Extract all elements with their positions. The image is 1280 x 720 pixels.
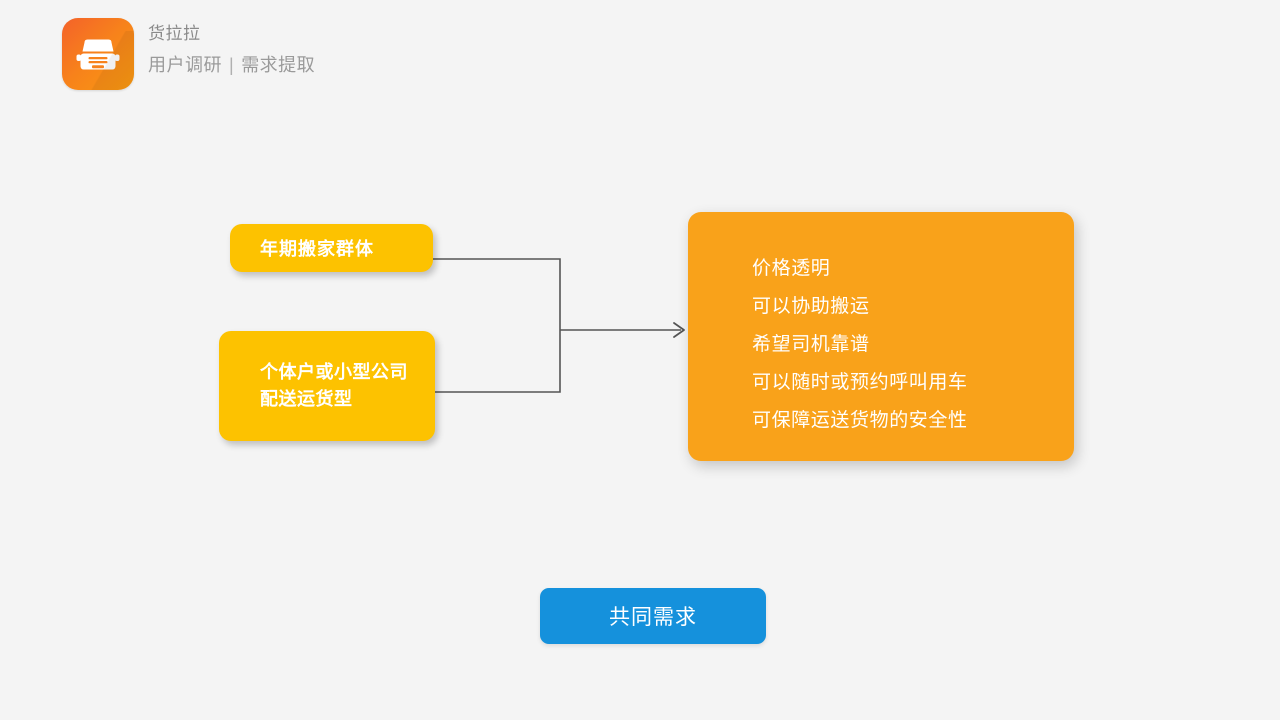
- arrow-right-icon: [673, 322, 685, 338]
- need-item: 可以协助搬运: [752, 296, 870, 317]
- brand-name: 货拉拉: [148, 24, 201, 43]
- header-text-block: 货拉拉 用户调研 | 需求提取: [148, 18, 315, 77]
- subtitle-left: 用户调研: [148, 54, 222, 75]
- common-need-button-label: 共同需求: [609, 606, 697, 629]
- need-item: 价格透明: [752, 258, 831, 279]
- segment-card-label: 年期搬家群体: [260, 239, 374, 259]
- common-needs-panel: 价格透明 可以协助搬运 希望司机靠谱 可以随时或预约呼叫用车 可保障运送货物的安…: [688, 212, 1074, 461]
- header-subtitle: 用户调研 | 需求提取: [148, 55, 315, 77]
- need-item: 可保障运送货物的安全性: [752, 410, 968, 431]
- segment-card-small-business[interactable]: 个体户或小型公司配送运货型: [219, 331, 435, 441]
- need-item: 可以随时或预约呼叫用车: [752, 372, 968, 393]
- segment-card-label: 个体户或小型公司配送运货型: [260, 362, 408, 409]
- need-item: 希望司机靠谱: [752, 334, 870, 355]
- subtitle-separator: |: [229, 54, 235, 75]
- segment-card-moving-group[interactable]: 年期搬家群体: [230, 224, 433, 272]
- subtitle-right: 需求提取: [241, 54, 316, 75]
- app-header: 货拉拉 用户调研 | 需求提取: [62, 18, 315, 90]
- common-need-button[interactable]: 共同需求: [540, 588, 766, 644]
- brand-logo-tile: [62, 18, 134, 90]
